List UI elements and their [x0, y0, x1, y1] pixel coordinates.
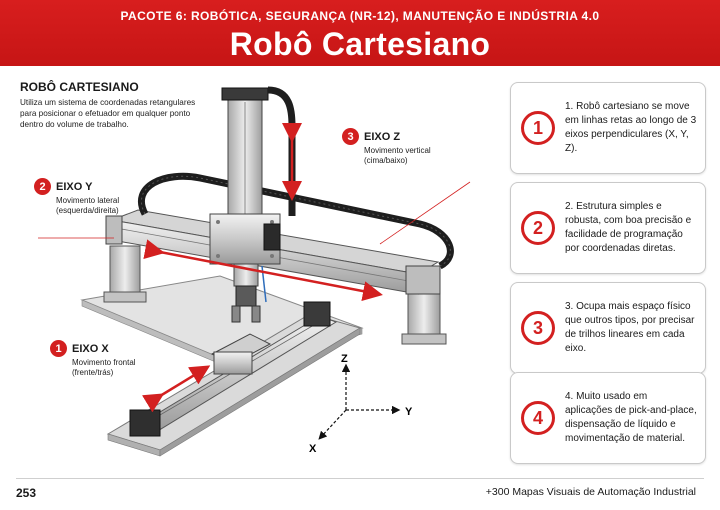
coord-label-y: Y — [405, 406, 413, 418]
card-number-badge: 4 — [521, 401, 555, 435]
left-pillar — [109, 245, 141, 301]
intro-block: ROBÔ CARTESIANO Utiliza um sistema de co… — [20, 80, 205, 130]
card-number-badge: 2 — [521, 211, 555, 245]
package-subtitle: PACOTE 6: ROBÓTICA, SEGURANÇA (NR-12), M… — [120, 9, 600, 23]
book-title: +300 Mapas Visuais de Automação Industri… — [485, 486, 696, 498]
header-banner: PACOTE 6: ROBÓTICA, SEGURANÇA (NR-12), M… — [0, 0, 720, 66]
x-motion-arrow — [141, 365, 211, 413]
end-effector-gripper — [235, 285, 257, 307]
axis-y-name: EIXO Y — [56, 180, 93, 193]
info-card-3: 3 3. Ocupa mais espaço físico que outros… — [510, 282, 706, 374]
axis-label-z: 3 EIXO Z Movimento vertical (cima/baixo) — [342, 128, 431, 166]
intro-text: Utiliza um sistema de coordenadas retang… — [20, 98, 196, 129]
info-card-2: 2 2. Estrutura simples e robusta, com bo… — [510, 182, 706, 274]
card-text: 2. Estrutura simples e robusta, com boa … — [565, 201, 692, 254]
card-text: 4. Muito usado em aplicações de pick-and… — [565, 391, 697, 444]
info-card-1: 1 1. Robô cartesiano se move em linhas r… — [510, 82, 706, 174]
coord-label-z: Z — [341, 353, 348, 365]
axis-label-x: 1 EIXO X Movimento frontal (frente/trás) — [50, 340, 136, 378]
y-motion-arrow — [143, 239, 383, 301]
page-title: Robô Cartesiano — [229, 26, 491, 62]
card-number-badge: 3 — [521, 311, 555, 345]
cartesian-robot-illustration: Z Y X — [38, 86, 471, 457]
page-number: 253 — [16, 486, 37, 500]
axis-y-badge: 2 — [34, 178, 51, 195]
coord-axis-x — [318, 409, 347, 440]
footer-divider — [16, 478, 704, 479]
card-number-badge: 1 — [521, 111, 555, 145]
axis-z-badge: 3 — [342, 128, 359, 145]
axis-label-y: 2 EIXO Y Movimento lateral (esquerda/dir… — [34, 178, 119, 216]
x-rail-end-block — [129, 409, 161, 437]
axis-x-name: EIXO X — [72, 342, 109, 355]
axis-z-desc: Movimento vertical (cima/baixo) — [364, 146, 431, 165]
card-text: 3. Ocupa mais espaço físico que outros t… — [565, 301, 695, 354]
axis-z-name: EIXO Z — [364, 130, 401, 143]
intro-heading: ROBÔ CARTESIANO — [20, 80, 139, 94]
axis-x-badge: 1 — [50, 340, 67, 357]
axis-x-desc: Movimento frontal (frente/trás) — [72, 358, 136, 377]
axis-y-desc: Movimento lateral (esquerda/direita) — [56, 196, 120, 215]
coord-label-x: X — [309, 443, 317, 455]
info-card-4: 4 4. Muito usado em aplicações de pick-a… — [510, 372, 706, 464]
card-text: 1. Robô cartesiano se move em linhas ret… — [565, 101, 697, 154]
